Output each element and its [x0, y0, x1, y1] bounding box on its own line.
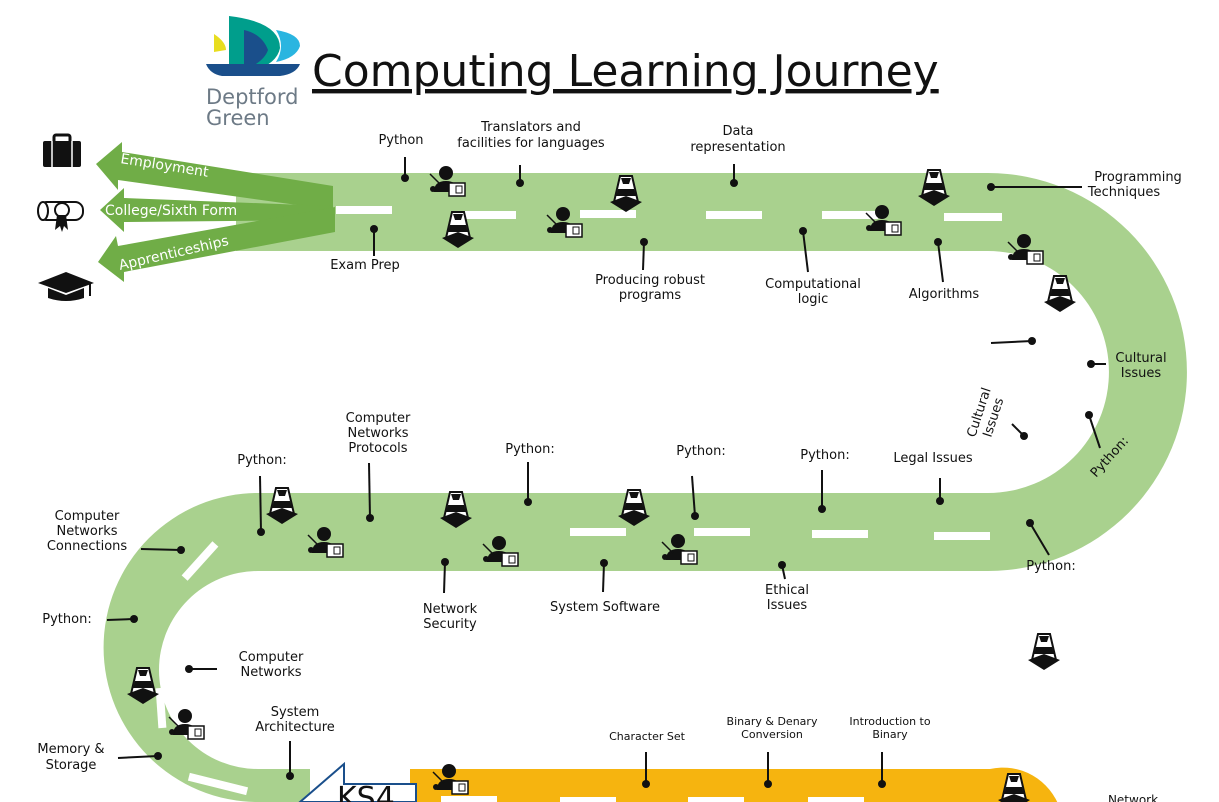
topic-python-mid-3: Python: [676, 444, 725, 459]
topic-char-set: Character Set [609, 730, 686, 743]
logo-text-line2: Green [206, 106, 270, 130]
topic-net-sec-line2: Security [423, 617, 477, 632]
topic-prog-tech-line2: Techniques [1087, 185, 1160, 200]
road-curve-left [103, 493, 310, 802]
topic-comp-logic-line1: Computational [765, 277, 861, 292]
topic-cn-conn-line1: Computer [55, 509, 120, 524]
topic-robust-line1: Producing robust [595, 273, 705, 288]
topic-translators-line2: facilities for languages [457, 136, 605, 151]
topic-cn-protocols-line2: Networks [347, 426, 408, 441]
topic-ethical-line1: Ethical [765, 583, 809, 598]
topic-cn-conn-line3: Connections [47, 539, 128, 554]
ks4-sign: KS4 [298, 761, 417, 802]
college-label: College/Sixth Form [105, 203, 237, 219]
topic-cn-protocols-line1: Computer [346, 411, 411, 426]
logo-text-line1: Deptford [206, 85, 299, 109]
topic-sys-soft: System Software [550, 600, 660, 615]
topic-cultural-right-line2: Issues [1121, 366, 1162, 381]
topic-mem-line2: Storage [46, 758, 97, 773]
topic-binary-denary-line2: Conversion [741, 728, 803, 741]
page-title: Computing Learning Journey [312, 46, 939, 97]
traffic-cones [126, 169, 1077, 802]
topic-cn-conn-line2: Networks [56, 524, 117, 539]
road-segment-bottom [410, 769, 990, 802]
topic-robust-line2: programs [619, 288, 681, 303]
connector-dots [130, 174, 1095, 788]
topic-data-rep-line1: Data [722, 124, 753, 139]
topic-python-left: Python: [42, 612, 91, 627]
topic-net-sec-line1: Network [423, 602, 478, 617]
topic-data-rep-line2: representation [690, 140, 785, 155]
topic-cn-line2: Networks [240, 665, 301, 680]
briefcase-icon [43, 133, 81, 167]
topic-sys-arch-line1: System [271, 705, 319, 720]
stage-label: KS4 [337, 781, 395, 802]
road-curve-right [988, 173, 1187, 571]
topic-translators-line1: Translators and [480, 120, 581, 135]
outcome-arrows: Employment College/Sixth Form Apprentice… [96, 142, 335, 282]
topic-mem-line1: Memory & [37, 742, 104, 757]
topic-labels: Python Translators and facilities for la… [37, 120, 1181, 802]
school-logo: Deptford Green [206, 16, 300, 130]
college-arrow [100, 188, 330, 232]
topic-exam-prep: Exam Prep [330, 258, 400, 273]
topic-legal: Legal Issues [893, 451, 973, 466]
topic-binary-denary-line1: Binary & Denary [727, 715, 818, 728]
topic-prog-tech-line1: Programming [1094, 170, 1182, 185]
traffic-cone-icon [1027, 633, 1061, 671]
topic-intro-binary-line2: Binary [872, 728, 908, 741]
topic-ethical-line2: Issues [767, 598, 808, 613]
apprenticeships-arrow [98, 207, 335, 282]
topic-intro-binary-line1: Introduction to [849, 715, 930, 728]
topic-python-top: Python [378, 133, 423, 148]
topic-network-bottom: Network [1108, 793, 1158, 802]
topic-algorithms: Algorithms [909, 287, 980, 302]
diploma-icon [37, 201, 84, 232]
graduation-cap-icon [38, 272, 94, 301]
topic-cn-line1: Computer [239, 650, 304, 665]
employment-arrow [96, 142, 333, 210]
topic-python-right: Python: [1026, 559, 1075, 574]
topic-python-mid-2: Python: [505, 442, 554, 457]
connector-lines [106, 157, 1106, 784]
topic-cn-protocols-line3: Protocols [348, 441, 407, 456]
topic-python-mid-4: Python: [800, 448, 849, 463]
road [103, 173, 1187, 802]
topic-sys-arch-line2: Architecture [255, 720, 335, 735]
topic-cultural-right-line1: Cultural [1115, 351, 1166, 366]
topic-comp-logic-line2: logic [798, 292, 829, 307]
topic-python-mid-1: Python: [237, 453, 286, 468]
teacher-figures [168, 165, 1044, 795]
